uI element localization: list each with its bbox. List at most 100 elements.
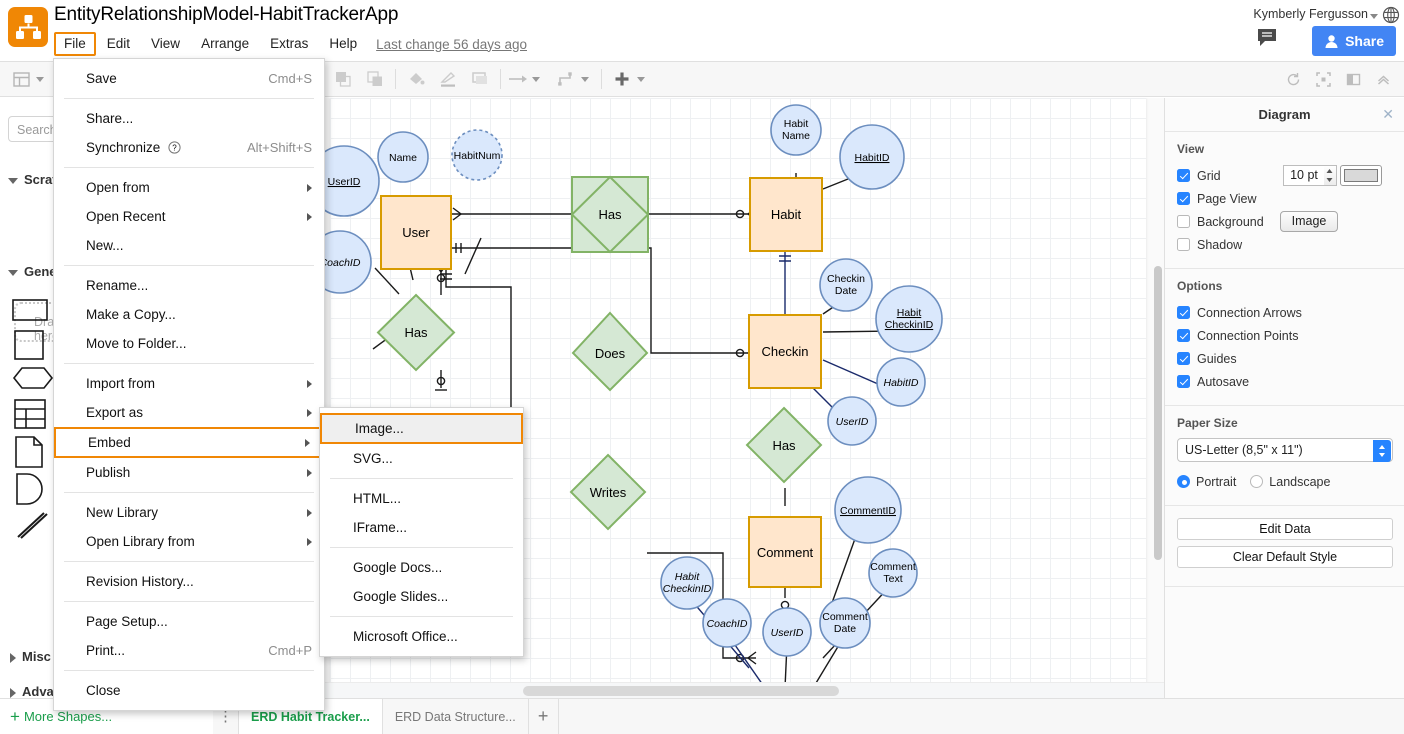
relationship-checkin-has[interactable]: Has bbox=[745, 406, 823, 484]
attribute-checkin-habitid[interactable]: HabitID bbox=[876, 357, 926, 407]
menu-item-save[interactable]: Save Cmd+S bbox=[54, 64, 324, 93]
menu-help[interactable]: Help bbox=[329, 36, 358, 51]
menu-item-page-setup[interactable]: Page Setup... bbox=[54, 607, 324, 636]
entity-habit[interactable]: Habit bbox=[749, 177, 823, 252]
menu-item-close[interactable]: Close bbox=[54, 676, 324, 705]
edit-data-button[interactable]: Edit Data bbox=[1177, 518, 1393, 540]
outline-icon[interactable] bbox=[1340, 66, 1366, 92]
canvas-vertical-scrollbar[interactable] bbox=[1154, 266, 1162, 560]
menu-item-embed-microsoft-office[interactable]: Microsoft Office... bbox=[320, 622, 523, 651]
menu-item-export-as[interactable]: Export as bbox=[54, 398, 324, 427]
sidebar-section-misc[interactable]: Misc bbox=[10, 649, 222, 664]
chevron-down-icon[interactable] bbox=[532, 76, 540, 82]
attribute-comment-commentid[interactable]: CommentID bbox=[834, 476, 902, 544]
relationship-user-has-habit[interactable]: Has bbox=[570, 175, 650, 254]
guides-checkbox[interactable] bbox=[1177, 352, 1190, 365]
menu-view[interactable]: View bbox=[151, 36, 181, 51]
page-tab-erd-data-structure[interactable]: ERD Data Structure... bbox=[383, 698, 529, 734]
background-checkbox[interactable] bbox=[1177, 215, 1190, 228]
landscape-radio[interactable] bbox=[1250, 475, 1264, 488]
menu-item-open-recent[interactable]: Open Recent bbox=[54, 202, 324, 231]
shape-table[interactable] bbox=[12, 398, 48, 433]
menu-item-revision-history[interactable]: Revision History... bbox=[54, 567, 324, 596]
chevron-down-icon[interactable] bbox=[1370, 14, 1378, 19]
chevron-down-icon[interactable] bbox=[637, 76, 645, 82]
attribute-comment-coachid[interactable]: CoachID bbox=[702, 598, 752, 648]
grid-color-swatch[interactable] bbox=[1340, 165, 1382, 186]
entity-user[interactable]: User bbox=[380, 195, 452, 270]
share-button[interactable]: Share bbox=[1312, 26, 1396, 56]
menu-extras[interactable]: Extras bbox=[270, 36, 309, 51]
menu-item-print[interactable]: Print... Cmd+P bbox=[54, 636, 324, 665]
relationship-user-has-checkin[interactable]: Has bbox=[376, 293, 456, 372]
autosave-checkbox[interactable] bbox=[1177, 375, 1190, 388]
menu-item-embed-image[interactable]: Image... bbox=[320, 413, 523, 444]
menu-item-make-a-copy[interactable]: Make a Copy... bbox=[54, 300, 324, 329]
shape-document[interactable] bbox=[14, 435, 46, 472]
menu-file[interactable]: File bbox=[54, 32, 96, 56]
shape-semicircle[interactable] bbox=[14, 472, 46, 509]
shadow-icon[interactable] bbox=[467, 66, 493, 92]
menu-item-embed-html[interactable]: HTML... bbox=[320, 484, 523, 513]
kebab-menu-icon[interactable]: ⋮ bbox=[213, 698, 239, 734]
menu-item-embed-google-slides[interactable]: Google Slides... bbox=[320, 582, 523, 611]
grid-size-stepper[interactable] bbox=[1324, 165, 1337, 186]
file-menu-dropdown[interactable]: Save Cmd+S Share... Synchronize ? Alt+Sh… bbox=[53, 58, 325, 711]
menu-item-embed[interactable]: Embed bbox=[54, 427, 324, 458]
attribute-habit-habitid[interactable]: HabitID bbox=[839, 124, 905, 190]
last-change-link[interactable]: Last change 56 days ago bbox=[376, 36, 527, 52]
menu-item-embed-svg[interactable]: SVG... bbox=[320, 444, 523, 473]
attribute-user-name[interactable]: Name bbox=[377, 131, 429, 183]
menu-item-embed-google-docs[interactable]: Google Docs... bbox=[320, 553, 523, 582]
refresh-icon[interactable] bbox=[1280, 66, 1306, 92]
shape-square[interactable] bbox=[12, 329, 48, 364]
waypoints-icon[interactable] bbox=[553, 66, 579, 92]
line-color-icon[interactable] bbox=[435, 66, 461, 92]
relationship-user-writes[interactable]: Writes bbox=[569, 453, 647, 531]
menu-item-move-to-folder[interactable]: Move to Folder... bbox=[54, 329, 324, 358]
connection-points-checkbox[interactable] bbox=[1177, 329, 1190, 342]
user-name-label[interactable]: Kymberly Fergusson bbox=[1253, 7, 1368, 21]
menu-item-open-from[interactable]: Open from bbox=[54, 173, 324, 202]
menu-arrange[interactable]: Arrange bbox=[201, 36, 250, 51]
connection-arrows-checkbox[interactable] bbox=[1177, 306, 1190, 319]
paper-size-select[interactable]: US-Letter (8,5" x 11") bbox=[1177, 438, 1393, 462]
to-back-icon[interactable] bbox=[362, 66, 388, 92]
embed-submenu-dropdown[interactable]: Image... SVG... HTML... IFrame... Google… bbox=[319, 407, 524, 657]
chevron-down-icon[interactable] bbox=[581, 76, 589, 82]
menu-item-rename[interactable]: Rename... bbox=[54, 271, 324, 300]
arrow-style-icon[interactable] bbox=[508, 66, 530, 92]
attribute-user-habitnum[interactable]: HabitNum bbox=[451, 129, 503, 181]
menu-item-new[interactable]: New... bbox=[54, 231, 324, 260]
portrait-radio[interactable] bbox=[1177, 475, 1190, 488]
plus-icon[interactable]: + bbox=[529, 698, 559, 734]
fill-color-icon[interactable] bbox=[403, 66, 429, 92]
menu-item-share[interactable]: Share... bbox=[54, 104, 324, 133]
menu-item-synchronize[interactable]: Synchronize ? Alt+Shift+S bbox=[54, 133, 324, 162]
grid-size-input[interactable]: 10 pt bbox=[1283, 165, 1325, 186]
entity-checkin[interactable]: Checkin bbox=[748, 314, 822, 389]
attribute-comment-userid[interactable]: UserID bbox=[762, 607, 812, 657]
chevron-down-icon[interactable] bbox=[36, 76, 44, 82]
menu-edit[interactable]: Edit bbox=[106, 36, 131, 51]
shadow-checkbox[interactable] bbox=[1177, 238, 1190, 251]
menu-item-open-library-from[interactable]: Open Library from bbox=[54, 527, 324, 556]
fit-page-icon[interactable] bbox=[1310, 66, 1336, 92]
shape-rectangle[interactable] bbox=[12, 297, 48, 326]
page-view-checkbox[interactable] bbox=[1177, 192, 1190, 205]
collapse-icon[interactable] bbox=[1370, 66, 1396, 92]
to-front-icon[interactable] bbox=[330, 66, 356, 92]
clear-default-style-button[interactable]: Clear Default Style bbox=[1177, 546, 1393, 568]
entity-comment[interactable]: Comment bbox=[748, 516, 822, 588]
relationship-habit-does[interactable]: Does bbox=[571, 311, 649, 392]
comment-icon[interactable] bbox=[1256, 27, 1278, 47]
attribute-checkin-userid[interactable]: UserID bbox=[827, 396, 877, 446]
menu-item-new-library[interactable]: New Library bbox=[54, 498, 324, 527]
help-circle-icon[interactable]: ? bbox=[168, 141, 181, 154]
